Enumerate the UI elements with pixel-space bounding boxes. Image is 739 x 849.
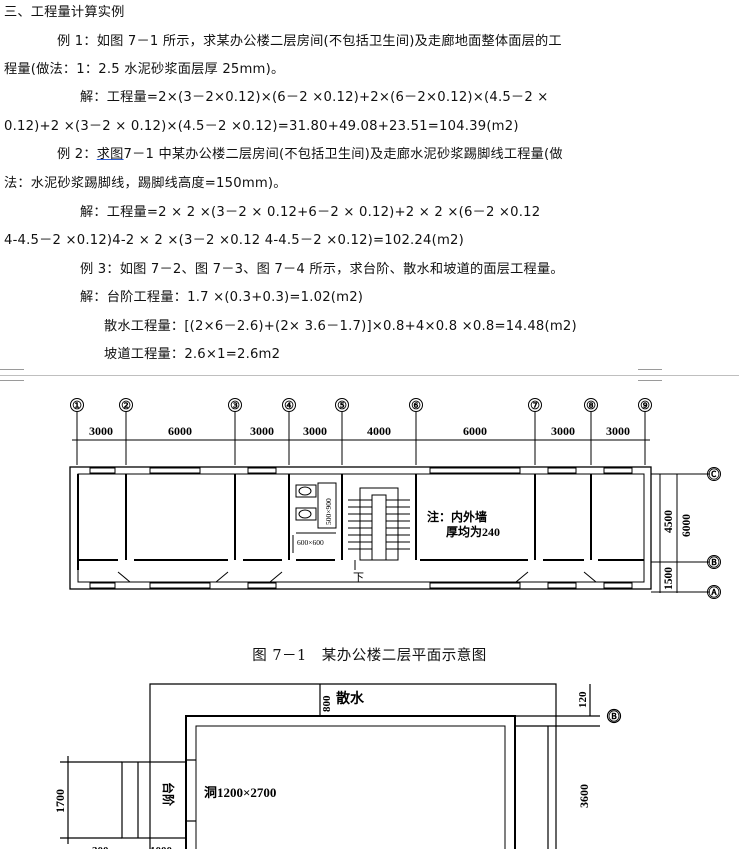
axis-label-6: ⑥ [411,400,421,412]
solution-2-line-1: 解：工程量=2 × 2 ×(3－2 × 0.12+6－2 × 0.12)+2 ×… [80,205,541,220]
page-break [0,369,739,381]
wall-note-line-2: 厚均为240 [446,524,500,539]
fixture-dim-upper: 500×900 [324,498,333,525]
right-dim-1500: 1500 [663,567,675,590]
span-dim-2: 6000 [168,424,192,438]
row-label-a: Ⓐ [709,585,720,599]
axis-label-2: ② [121,400,131,412]
floor-plan-figure: ① ② ③ ④ ⑤ ⑥ ⑦ ⑧ ⑨ 3000 6000 3000 3000 40… [69,398,721,599]
solution-1-line-1: 解：工程量=2×(3－2×0.12)×(6－2 ×0.12)+2×(6－2×0.… [80,90,549,105]
fixture-dim-600: 600×600 [297,538,324,547]
span-dim-7: 3000 [551,424,575,438]
solution-1-line-2: 0.12)+2 ×(3－2 × 0.12)×(4.5－2 ×0.12)=31.8… [4,119,519,134]
span-dim-5: 4000 [367,424,391,438]
section-heading: 三、工程量计算实例 [4,5,125,20]
dim-120: 120 [577,691,589,708]
axis-label-8: ⑧ [586,400,596,412]
dim-1700: 1700 [53,789,67,813]
span-dim-8: 3000 [606,424,630,438]
dim-300: 300 [92,845,109,849]
stair-down-label: 下 [353,572,364,584]
span-dim-3: 3000 [250,424,274,438]
axis-label-4: ④ [284,400,294,412]
example-2-rest: 7－1 中某办公楼二层房间(不包括卫生间)及走廊水泥砂浆踢脚线工程量(做 [123,147,563,162]
axis-label-9: ⑨ [640,400,650,412]
example-1-line-2: 程量(做法：1：2.5 水泥砂浆面层厚 25mm)。 [4,62,285,77]
axis-label-5: ⑤ [337,400,347,412]
label-opening: 洞1200×2700 [204,785,276,800]
solution-3-line-2: 散水工程量：[(2×6－2.6)+(2× 3.6－1.7)]×0.8+4×0.8… [104,319,577,334]
dim-1000: 1000 [150,845,173,849]
example-2-prefix: 例 2： [57,147,97,162]
site-plan-figure: 800 散水 120 Ⓑ 1700 台阶 洞1200×2700 3600 300… [53,683,622,849]
axis-label-1: ① [72,400,82,412]
solution-3-line-1: 解：台阶工程量：1.7 ×(0.3+0.3)=1.02(m2) [80,290,364,305]
example-2-line-2: 法：水泥砂浆踢脚线，踢脚线高度=150mm)。 [4,176,287,191]
right-dim-6000: 6000 [681,514,693,537]
row-label-b: Ⓑ [709,555,720,569]
solution-3-line-3: 坡道工程量：2.6×1=2.6m2 [104,347,281,362]
page-corner-mark-left [0,369,24,381]
example-3-line-1: 例 3：如图 7－2、图 7－3、图 7－4 所示，求台阶、散水和坡道的面层工程… [80,262,564,277]
axis-label-7: ⑦ [530,400,540,412]
page-corner-mark-right [638,369,662,381]
example-2-line-1: 例 2：求图7－1 中某办公楼二层房间(不包括卫生间)及走廊水泥砂浆踢脚线工程量… [57,146,563,164]
example-2-underlined: 求图 [96,147,124,162]
wall-note-line-1: 注：内外墙 [427,509,487,524]
toilet-fixtures [292,482,337,553]
label-taijie: 台阶 [161,782,176,807]
span-dim-4: 3000 [303,424,327,438]
label-sanshui: 散水 [336,690,365,707]
stairs [348,487,410,570]
axis-label-3: ③ [230,400,240,412]
page-break-line [0,375,739,376]
solution-2-line-2: 4-4.5－2 ×0.12)4-2 × 2 ×(3－2 ×0.12 4-4.5－… [4,233,464,248]
row-label-c: Ⓒ [709,467,720,481]
right-dim-4500: 4500 [663,510,675,533]
span-dim-1: 3000 [89,424,113,438]
dim-3600: 3600 [577,784,591,808]
span-dim-6: 6000 [463,424,487,438]
figure-7-1-caption: 图 7－1 某办公楼二层平面示意图 [252,648,487,664]
dim-800: 800 [321,695,333,712]
example-1-line-1: 例 1：如图 7－1 所示，求某办公楼二层房间(不包括卫生间)及走廊地面整体面层… [57,34,562,49]
axis-b-label: Ⓑ [609,709,620,723]
axis-markers [70,398,652,412]
